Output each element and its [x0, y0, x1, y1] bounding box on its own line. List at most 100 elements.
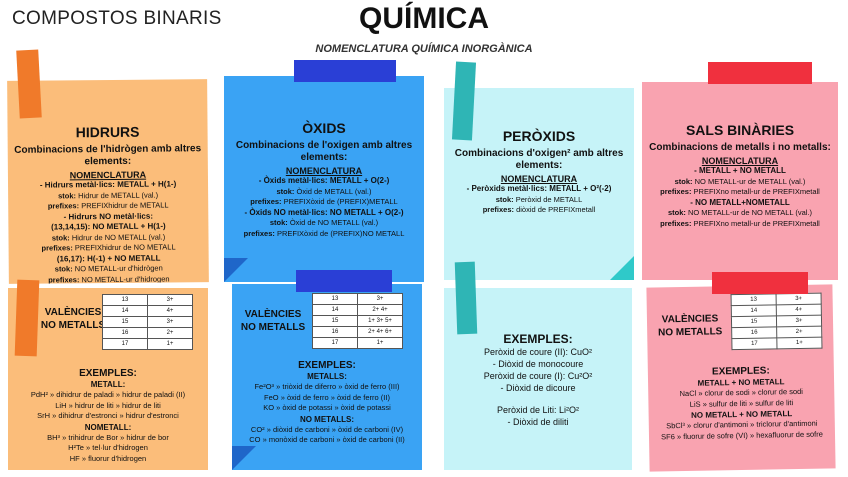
table-cell: 3+ [147, 316, 193, 328]
table-cell: 4+ [147, 305, 193, 317]
table-cell: 15 [731, 315, 777, 328]
page-subtitle: NOMENCLATURA QUÍMICA INORGÀNICA [315, 43, 533, 55]
cyan-tape [451, 61, 477, 141]
example-line: - Diòxid de dicoure [500, 383, 576, 393]
table-cell: 16 [312, 326, 358, 338]
examples-heading: NO METALLS: [299, 414, 355, 424]
table-cell: 1+ [147, 338, 193, 350]
oxids-desc: Combinacions de l'oxigen amb altres elem… [235, 140, 413, 163]
sals-desc: Combinacions de metalls i no metalls: [649, 142, 831, 153]
example-line: - Diòxid de diliti [507, 417, 569, 427]
examples-title: EXEMPLES: [298, 360, 356, 371]
table-cell: 14 [312, 304, 358, 316]
sals-line: stok: NO METALL-ur de NO METALL (val.) [667, 208, 813, 217]
pink-tape [708, 62, 812, 84]
examples-heading: NOMETALL: [84, 422, 132, 432]
table-cell: 2+ [776, 326, 822, 338]
example-line: H²Te » tel·lur d'hidrogen [68, 443, 148, 452]
sals-line: stok: NO METALL-ur de METALL (val.) [674, 176, 806, 186]
valences-label: VALÈNCIES NO METALLS [240, 309, 306, 333]
table-cell: 2+ 4+ 6+ [357, 326, 403, 338]
peroxids-line: stok: Peròxid de METALL [495, 194, 583, 204]
example-line: Fe²O³ » triòxid de diferro » òxid de fer… [254, 382, 400, 391]
valences-label: VALÈNCIES NO METALLS [657, 313, 723, 339]
peroxids-title: PERÒXIDS [502, 128, 576, 144]
blue-tape [294, 60, 396, 82]
hidrurs-desc: Combinacions de l'hidrògen amb altres el… [14, 143, 202, 168]
oxids-line: stok: Òxid de NO METALL (val.) [269, 218, 379, 227]
oxids-title: ÒXIDS [302, 120, 346, 136]
example-line: - Diòxid de monocoure [492, 359, 584, 369]
table-cell: 16 [731, 326, 777, 339]
blue-tape [296, 270, 392, 292]
table-cell: 17 [312, 337, 358, 349]
table-cell: 1+ 3+ 5+ [357, 315, 403, 327]
sals-line: - METALL + NO METALL [694, 166, 786, 175]
cyan-tape [454, 261, 478, 335]
example-line: SrH » dihidrur d'estronci » hidrur d'est… [37, 411, 179, 420]
peroxids-note: PERÒXIDS Combinacions d'oxigen² amb altr… [444, 88, 634, 280]
table-cell: 3+ [776, 293, 822, 305]
blue-curl [224, 258, 248, 282]
oxids-line: - Òxids NO metàl·lics: NO METALL + O(2-) [244, 207, 404, 217]
table-cell: 1+ [357, 337, 403, 349]
peroxids-line: - Peròxids metàl·lics: METALL + O²(-2) [466, 184, 612, 193]
table-cell: 14 [731, 304, 777, 317]
example-line: PdH² » dihidrur de paladi » hidrur de pa… [30, 390, 186, 399]
table-cell: 2+ [147, 327, 193, 339]
table-cell: 16 [102, 327, 148, 339]
examples-heading: METALL: [90, 380, 126, 389]
example-line: HF » fluorur d'hidrogen [69, 453, 147, 463]
table-cell: 13 [312, 293, 358, 305]
hidrurs-title: HIDRURS [75, 123, 140, 141]
valences-label: VALÈNCIES NO METALLS [40, 307, 106, 331]
examples-title: EXEMPLES: [79, 368, 137, 379]
examples-heading: METALLS: [307, 372, 347, 381]
example-line: CO » monòxid de carboni » òxid de carbon… [249, 435, 405, 444]
sals-line: - NO METALL+NOMETALL [690, 197, 790, 207]
example-line: Peròxid de Liti: Li²O² [496, 405, 580, 415]
sals-nomenclature: NOMENCLATURA [701, 156, 779, 166]
orange-tape [16, 49, 42, 119]
table-cell: 15 [312, 315, 358, 327]
pink-tape [712, 272, 808, 294]
table-cell: 15 [102, 316, 148, 328]
sals-line: prefixes: PREFIXno metall-ur de PREFIXme… [660, 187, 820, 196]
table-cell: 3+ [147, 294, 193, 306]
table-cell: 4+ [776, 304, 822, 316]
oxids-line: prefixes: PREFIXòxid de (PREFIX)METALL [250, 197, 398, 206]
peroxids-line: prefixes: diòxid de PREFIXmetall [482, 205, 596, 214]
example-line: CO² » diòxid de carboni » òxid de carbon… [250, 424, 404, 434]
example-line: KO » òxid de potassi » òxid de potassi [263, 403, 391, 412]
cyan-curl [610, 256, 634, 280]
page-title: QUÍMICA [359, 2, 489, 35]
peroxids-nomenclature: NOMENCLATURA [500, 174, 578, 184]
table-cell: 1+ [776, 337, 822, 349]
example-line: BH³ » trihidrur de Bor » hidrur de bor [47, 432, 169, 442]
oxids-line: stok: Òxid de METALL (val.) [276, 186, 372, 196]
peroxids-desc: Combinacions d'oxigen² amb altres elemen… [454, 148, 624, 171]
header-left-label: COMPOSTOS BINARIS [12, 8, 222, 29]
table-cell: 13 [731, 293, 777, 306]
table-cell: 17 [731, 337, 777, 350]
table-cell: 2+ 4+ [357, 304, 403, 316]
example-line: Peròxid de coure (II): CuO² [483, 347, 593, 357]
table-cell: 13 [102, 294, 148, 306]
orange-tape [14, 279, 40, 357]
example-line: LiH » hidrur de liti » hidrur de liti [55, 400, 161, 410]
table-cell: 17 [102, 338, 148, 350]
